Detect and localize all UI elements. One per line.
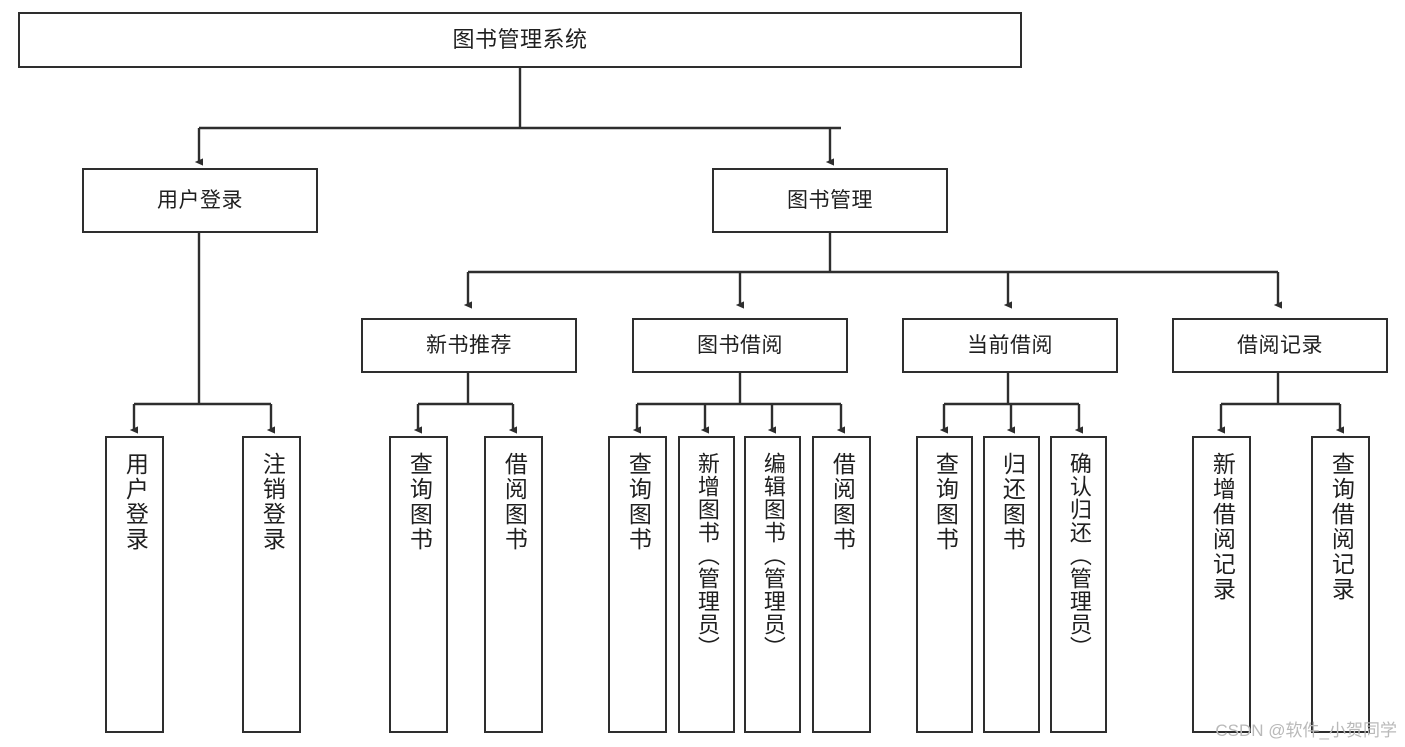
node-label: 注销登录 bbox=[259, 452, 286, 552]
leaf-borrow-book-recommend[interactable]: 借阅图书 bbox=[484, 436, 543, 733]
node-label: 归还图书 bbox=[999, 452, 1026, 552]
leaf-logout[interactable]: 注销登录 bbox=[242, 436, 301, 733]
node-label: 图书管理 bbox=[787, 188, 873, 212]
node-new-book-recommend[interactable]: 新书推荐 bbox=[361, 318, 577, 373]
node-book-borrow[interactable]: 图书借阅 bbox=[632, 318, 848, 373]
node-label: 用户登录 bbox=[157, 188, 243, 212]
node-label: 新增借阅记录 bbox=[1209, 452, 1236, 602]
node-label: 图书管理系统 bbox=[452, 26, 588, 52]
leaf-query-borrow-record[interactable]: 查询借阅记录 bbox=[1311, 436, 1370, 733]
node-borrow-record[interactable]: 借阅记录 bbox=[1172, 318, 1388, 373]
node-current-borrow[interactable]: 当前借阅 bbox=[902, 318, 1118, 373]
csdn-watermark: CSDN @软件_小贺同学 bbox=[1215, 721, 1397, 740]
leaf-add-book-admin[interactable]: 新增图书（管理员） bbox=[678, 436, 735, 733]
node-label: 用户登录 bbox=[122, 452, 149, 552]
node-book-management[interactable]: 图书管理 bbox=[712, 168, 948, 233]
node-label: 借阅图书 bbox=[829, 452, 856, 552]
node-label: 查询图书 bbox=[932, 452, 959, 552]
node-label: 查询图书 bbox=[625, 452, 652, 552]
node-label: 当前借阅 bbox=[967, 333, 1053, 357]
leaf-edit-book-admin[interactable]: 编辑图书（管理员） bbox=[744, 436, 801, 733]
node-user-login[interactable]: 用户登录 bbox=[82, 168, 318, 233]
node-book-management-system[interactable]: 图书管理系统 bbox=[18, 12, 1022, 68]
leaf-borrow-book[interactable]: 借阅图书 bbox=[812, 436, 871, 733]
node-label: 查询图书 bbox=[406, 452, 433, 552]
leaf-add-borrow-record[interactable]: 新增借阅记录 bbox=[1192, 436, 1251, 733]
leaf-user-login[interactable]: 用户登录 bbox=[105, 436, 164, 733]
leaf-query-book-current[interactable]: 查询图书 bbox=[916, 436, 973, 733]
leaf-query-book-borrow[interactable]: 查询图书 bbox=[608, 436, 667, 733]
node-label: 借阅记录 bbox=[1237, 333, 1323, 357]
node-label: 新书推荐 bbox=[426, 333, 512, 357]
node-label: 借阅图书 bbox=[501, 452, 528, 552]
leaf-query-book-recommend[interactable]: 查询图书 bbox=[389, 436, 448, 733]
node-label: 确认归还（管理员） bbox=[1066, 452, 1092, 659]
leaf-confirm-return-admin[interactable]: 确认归还（管理员） bbox=[1050, 436, 1107, 733]
node-label: 编辑图书（管理员） bbox=[760, 452, 786, 659]
node-label: 图书借阅 bbox=[697, 333, 783, 357]
node-label: 查询借阅记录 bbox=[1328, 452, 1355, 602]
node-label: 新增图书（管理员） bbox=[694, 452, 720, 659]
leaf-return-book[interactable]: 归还图书 bbox=[983, 436, 1040, 733]
